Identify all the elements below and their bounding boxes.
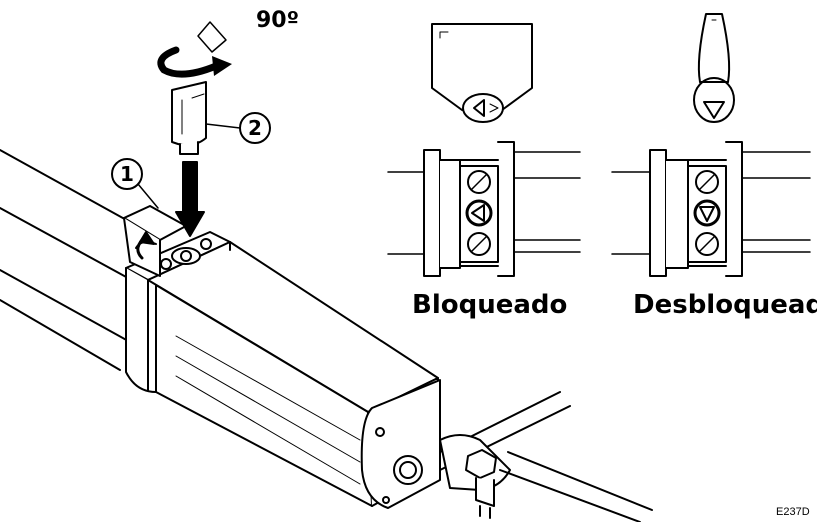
release-key bbox=[171, 81, 207, 155]
locked-detail bbox=[387, 23, 581, 277]
insert-arrow bbox=[175, 161, 205, 237]
rotation-angle-label: 90º bbox=[256, 8, 300, 33]
callout-1-circle bbox=[111, 158, 143, 190]
rotation-arrow-icon bbox=[157, 21, 232, 78]
locked-caption: Bloqueado bbox=[412, 290, 568, 320]
release-cover bbox=[123, 205, 212, 277]
end-cap bbox=[360, 379, 441, 509]
callout-key-number: 2 bbox=[248, 116, 262, 140]
callout-cover-number: 1 bbox=[120, 162, 134, 186]
unlocked-detail bbox=[611, 13, 811, 277]
figure-code: E237D bbox=[776, 506, 810, 518]
actuator-arm bbox=[0, 149, 131, 371]
mounting-bracket bbox=[439, 391, 653, 522]
unlocked-caption: Desbloqueado bbox=[633, 290, 817, 320]
